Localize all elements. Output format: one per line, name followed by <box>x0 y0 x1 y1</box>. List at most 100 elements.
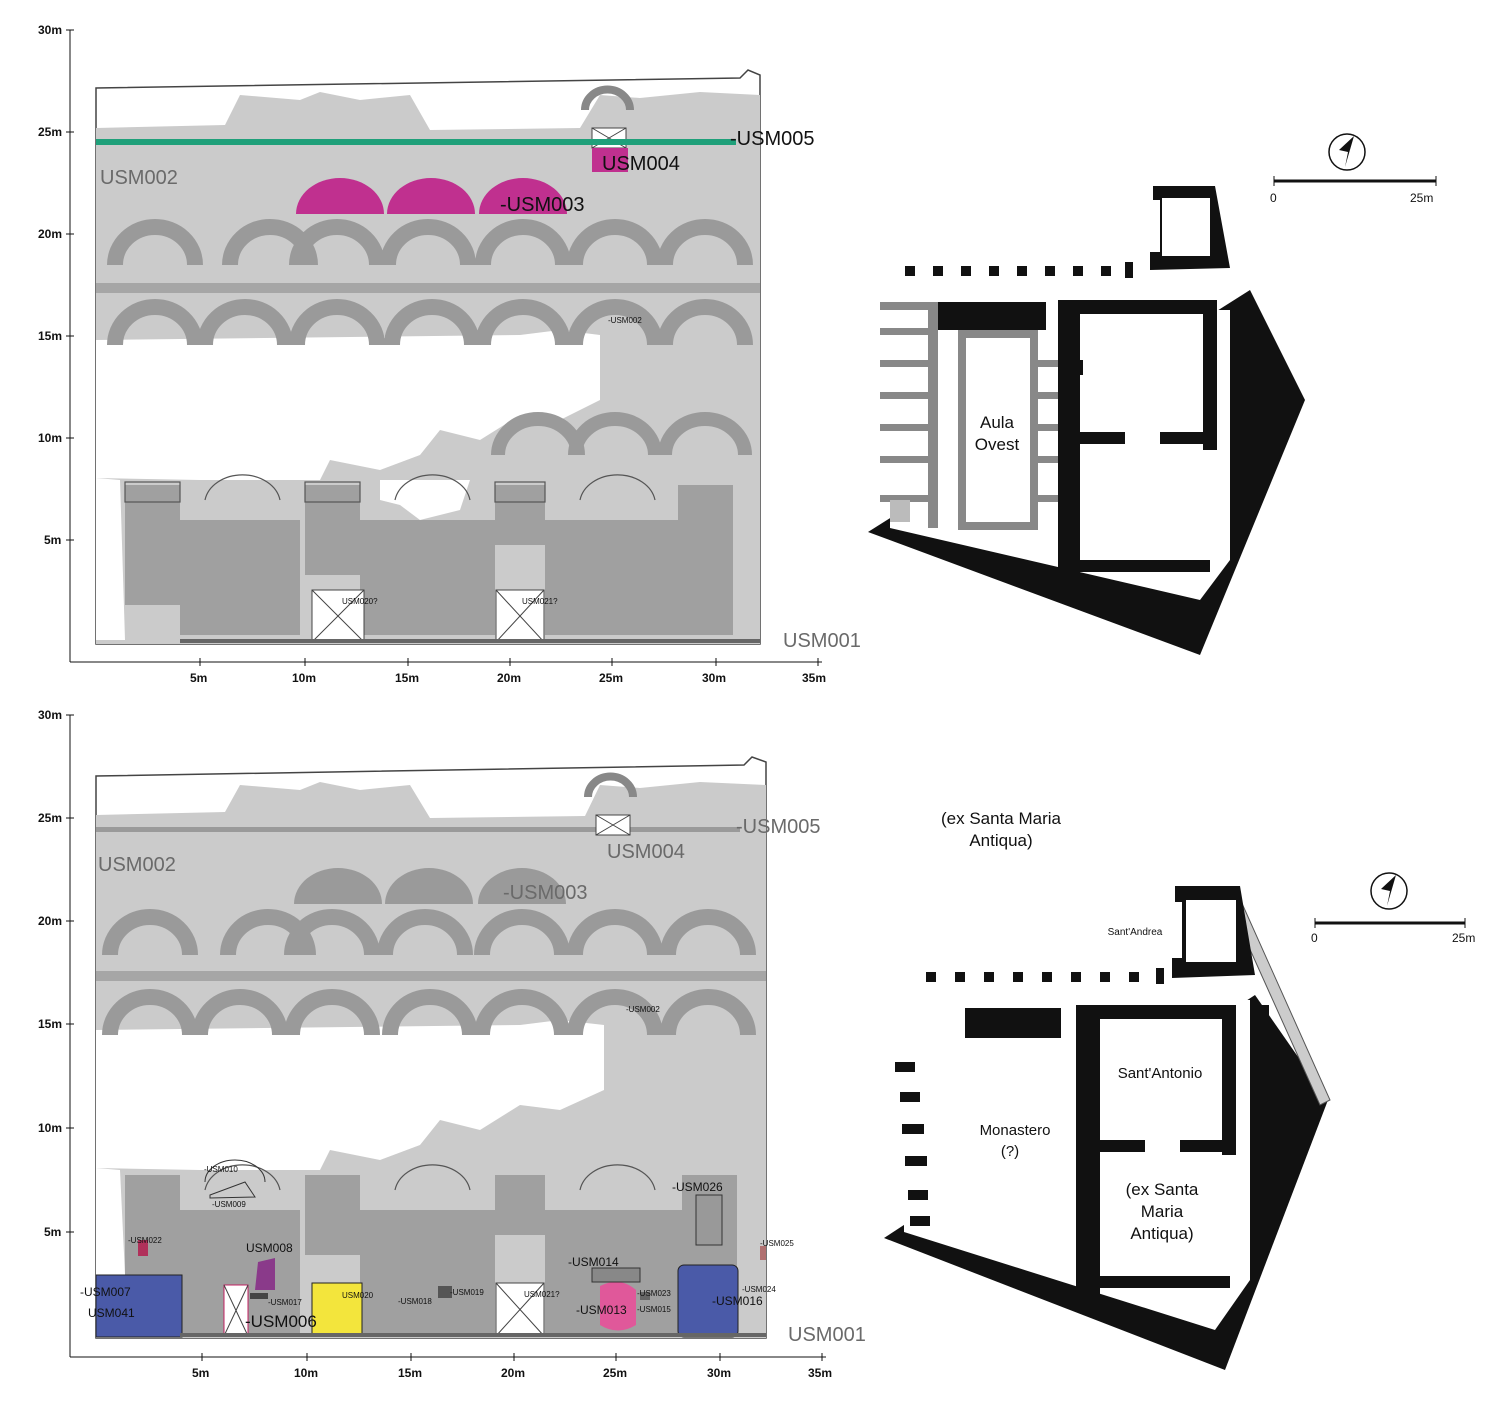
x-tick-35: 35m <box>808 1366 832 1380</box>
usm014-shape <box>591 1267 641 1283</box>
room-sant-antonio: Sant'Antonio <box>1118 1065 1203 1082</box>
north-arrow-icon <box>1370 872 1408 910</box>
y-tick-25: 25m <box>38 811 62 825</box>
plan-walls <box>938 300 1280 580</box>
label-usm018: -USM018 <box>398 1297 432 1306</box>
label-usm003: -USM003 <box>503 882 587 904</box>
x-tick-25: 25m <box>603 1366 627 1380</box>
room-aula: Aula <box>980 413 1015 432</box>
scale-start: 0 <box>1270 191 1277 205</box>
label-usm025: -USM025 <box>760 1239 794 1248</box>
x-ticks: 5m 10m 15m 20m 25m 30m 35m <box>192 1353 832 1380</box>
void-left <box>96 1168 125 1275</box>
usm007-shape <box>95 1274 183 1338</box>
plan-walls <box>895 1005 1298 1300</box>
y-tick-5: 5m <box>44 533 61 547</box>
label-usm019: -USM019 <box>450 1288 484 1297</box>
x-tick-5: 5m <box>190 671 207 685</box>
label-usm017: -USM017 <box>268 1298 302 1307</box>
usm005-band <box>96 139 736 145</box>
arcade-row-1 <box>107 219 753 266</box>
arcade-row-1 <box>102 909 756 956</box>
label-usm021: USM021? <box>524 1290 560 1299</box>
label-usm002: USM002 <box>100 167 178 189</box>
usm020-shape <box>311 1282 363 1337</box>
x-ticks: 5m 10m 15m 20m 25m 30m 35m <box>190 658 826 685</box>
y-tick-30: 30m <box>38 23 62 37</box>
arcade-row-3 <box>491 412 752 456</box>
label-usm005: -USM005 <box>736 816 820 838</box>
x-tick-25: 25m <box>599 671 623 685</box>
void-upper <box>96 330 600 480</box>
x-tick-30: 30m <box>707 1366 731 1380</box>
scale-end: 25m <box>1452 931 1475 945</box>
room-ex-sma-3: Antiqua) <box>1130 1224 1193 1243</box>
y-tick-15: 15m <box>38 1017 62 1031</box>
lower-arches <box>124 474 656 503</box>
usm023-shape <box>640 1292 650 1300</box>
label-usm001: USM001 <box>783 630 861 652</box>
y-tick-25: 25m <box>38 125 62 139</box>
room-monastero: Monastero <box>980 1122 1051 1139</box>
label-usm020: USM020? <box>342 597 378 606</box>
y-tick-10: 10m <box>38 431 62 445</box>
plan-bottom: 0 25m <box>884 872 1475 1370</box>
scale-end: 25m <box>1410 191 1433 205</box>
elevation-bottom: 30m 25m 20m 15m 10m 5m 5m 10m 15m 20m 25… <box>38 708 866 1380</box>
room-ovest: Ovest <box>975 435 1020 454</box>
label-usm014: -USM014 <box>568 1255 619 1269</box>
cornice-band <box>96 971 766 981</box>
room-sant-andrea: Sant'Andrea <box>1108 927 1163 938</box>
label-usm023: -USM023 <box>637 1289 671 1298</box>
x-tick-5: 5m <box>192 1366 209 1380</box>
x-tick-10: 10m <box>294 1366 318 1380</box>
plan-colonnade <box>926 968 1164 984</box>
lower-arches <box>204 1164 656 1191</box>
label-usm021: USM021? <box>522 597 558 606</box>
cornice-band <box>96 283 760 293</box>
usm017-shape <box>250 1293 268 1299</box>
usm008-shape <box>255 1258 275 1290</box>
label-usm013: -USM013 <box>576 1303 627 1317</box>
door-usm020 <box>311 589 365 643</box>
y-tick-20: 20m <box>38 227 62 241</box>
arcade-row-2 <box>102 989 756 1036</box>
elevation-top: 30m 25m 20m 15m 10m 5m 5m 10m 15m 20m 25… <box>38 23 861 685</box>
usm022-shape <box>138 1240 148 1256</box>
label-usm003: -USM003 <box>500 194 584 216</box>
y-tick-30: 30m <box>38 708 62 722</box>
label-usm001: USM001 <box>788 1324 866 1346</box>
floating-label-line1: (ex Santa Maria <box>941 809 1062 828</box>
label-usm024: -USM024 <box>742 1285 776 1294</box>
void-upper <box>96 1020 604 1170</box>
y-ticks: 30m 25m 20m 15m 10m 5m <box>38 23 74 547</box>
label-usm015: -USM015 <box>637 1305 671 1314</box>
x-tick-15: 15m <box>398 1366 422 1380</box>
usm025-shape <box>760 1246 766 1260</box>
label-usm002-small: -USM002 <box>626 1005 660 1014</box>
label-usm010: -USM010 <box>204 1165 238 1174</box>
y-ticks: 30m 25m 20m 15m 10m 5m <box>38 708 74 1239</box>
room-ex-sma-2: Maria <box>1141 1202 1184 1221</box>
ground-line <box>180 1333 766 1337</box>
y-tick-5: 5m <box>44 1225 61 1239</box>
x-tick-35: 35m <box>802 671 826 685</box>
door-usm021 <box>495 1282 545 1337</box>
plan-hatch <box>890 500 910 522</box>
usm019-shape <box>438 1286 452 1298</box>
usm003-shapes <box>296 178 567 214</box>
label-usm041: USM041 <box>88 1306 135 1320</box>
scale-bar <box>1314 918 1466 928</box>
label-usm007: -USM007 <box>80 1285 131 1299</box>
y-tick-20: 20m <box>38 914 62 928</box>
plan-chapel-room <box>1162 198 1210 256</box>
usm026-shape <box>695 1194 723 1246</box>
usm009-shape <box>209 1181 256 1199</box>
x-tick-30: 30m <box>702 671 726 685</box>
label-usm026: -USM026 <box>672 1180 723 1194</box>
plan-top: 0 25m <box>868 133 1437 655</box>
label-usm002: USM002 <box>98 854 176 876</box>
usm010-shape <box>204 1159 266 1183</box>
plan-chapel-room <box>1186 900 1236 962</box>
arcade-row-2 <box>107 299 753 346</box>
